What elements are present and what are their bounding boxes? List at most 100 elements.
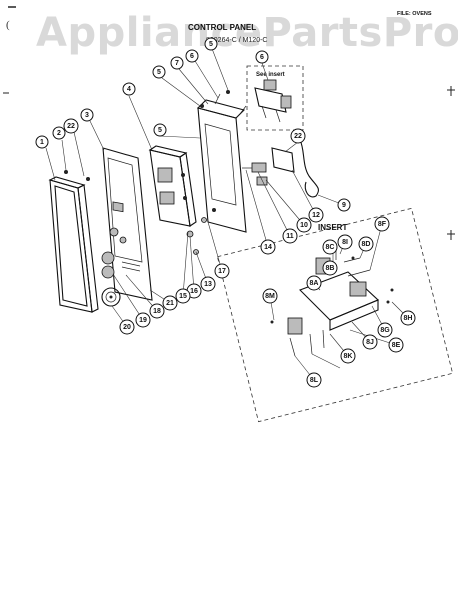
callout-number: 13 [204, 281, 212, 288]
callout-14: 14 [260, 239, 276, 255]
callout-number: 8K [344, 353, 353, 360]
callout-3: 3 [80, 108, 94, 122]
callout-number: 8A [310, 280, 319, 287]
callout-circle [337, 234, 353, 250]
callout-number: 15 [179, 293, 187, 300]
callout-10: 10 [296, 217, 312, 233]
callout-number: 20 [123, 324, 131, 331]
callout-circle [388, 337, 404, 353]
callout-number: 8L [310, 377, 319, 384]
callout-number: 8G [380, 327, 390, 334]
callout-22: 22 [63, 118, 79, 134]
callout-circle [80, 108, 94, 122]
callout-8j: 8J [362, 334, 378, 350]
callout-7: 7 [170, 56, 184, 70]
callout-19: 19 [135, 312, 151, 328]
callout-8g: 8G [377, 322, 393, 338]
callout-number: 19 [139, 317, 147, 324]
callout-circle [200, 276, 216, 292]
callout-number: 9 [342, 202, 346, 209]
callout-number: 8B [326, 265, 335, 272]
callout-circle [322, 260, 338, 276]
callout-number: 5 [209, 41, 213, 48]
callout-number: 8J [366, 339, 374, 346]
file-label: FILE: OVENS [397, 11, 432, 17]
callout-circle [214, 263, 230, 279]
callout-8l: 8L [306, 372, 322, 388]
callout-6: 6 [185, 49, 199, 63]
switch-assembly-part [254, 79, 292, 123]
callout-number: 12 [312, 212, 320, 219]
callout-circle [119, 319, 135, 335]
callout-number: 8D [362, 241, 371, 248]
callout-number: 5 [157, 69, 161, 76]
callout-number: 4 [127, 86, 131, 93]
callout-circle [400, 310, 416, 326]
callout-22: 22 [290, 128, 306, 144]
callout-labels: 1222345576562291210111417131615211819208… [35, 37, 416, 388]
callout-number: 8I [342, 239, 348, 246]
leader-lines [45, 45, 409, 381]
screw-fasteners [64, 90, 230, 255]
callout-number: 14 [264, 244, 272, 251]
callout-circle [306, 275, 322, 291]
callout-circle [290, 128, 306, 144]
callout-8e: 8E [388, 337, 404, 353]
callout-circle [135, 312, 151, 328]
callout-13: 13 [200, 276, 216, 292]
callout-circle [122, 82, 136, 96]
callout-number: 5 [158, 127, 162, 134]
callout-8k: 8K [340, 348, 356, 364]
callout-circle [255, 50, 269, 64]
control-panel-plate [101, 147, 153, 301]
callout-number: 21 [166, 300, 174, 307]
callout-8i: 8I [337, 234, 353, 250]
callout-8m: 8M [262, 288, 278, 304]
callout-number: 18 [153, 308, 161, 315]
callout-20: 20 [119, 319, 135, 335]
callout-number: 17 [218, 268, 226, 275]
callout-circle [52, 126, 66, 140]
callout-number: 8E [392, 342, 401, 349]
callout-12: 12 [308, 207, 324, 223]
callout-8a: 8A [306, 275, 322, 291]
callout-circle [170, 56, 184, 70]
callout-number: 8C [326, 244, 335, 251]
callout-number: 16 [190, 288, 198, 295]
callout-circle [282, 228, 298, 244]
front-frame-part [48, 176, 99, 313]
callout-circle [162, 295, 178, 311]
callout-number: 8M [265, 293, 275, 300]
callout-5: 5 [153, 123, 167, 137]
callout-11: 11 [282, 228, 298, 244]
thermostat-switch-part [242, 139, 319, 198]
timer-module-part [148, 145, 197, 227]
callout-circle [260, 239, 276, 255]
callout-number: 8F [378, 221, 387, 228]
callout-circle [306, 372, 322, 388]
callout-8f: 8F [374, 216, 390, 232]
callout-number: 7 [175, 60, 179, 67]
knob-part [101, 287, 121, 307]
callout-8d: 8D [358, 236, 374, 252]
callout-8b: 8B [322, 260, 338, 276]
callout-circle [185, 49, 199, 63]
insert-label: INSERT [318, 223, 347, 232]
callout-4: 4 [122, 82, 136, 96]
callout-15: 15 [175, 288, 191, 304]
callout-5: 5 [204, 37, 218, 51]
callout-number: 6 [260, 54, 264, 61]
callout-number: 11 [286, 233, 294, 240]
callout-2: 2 [52, 126, 66, 140]
callout-circle [337, 198, 351, 212]
callout-circle [153, 123, 167, 137]
callout-21: 21 [162, 295, 178, 311]
callout-circle [358, 236, 374, 252]
callout-number: 10 [300, 222, 308, 229]
callout-circle [152, 65, 166, 79]
callout-6: 6 [255, 50, 269, 64]
callout-circle [204, 37, 218, 51]
callout-number: 1 [40, 139, 44, 146]
